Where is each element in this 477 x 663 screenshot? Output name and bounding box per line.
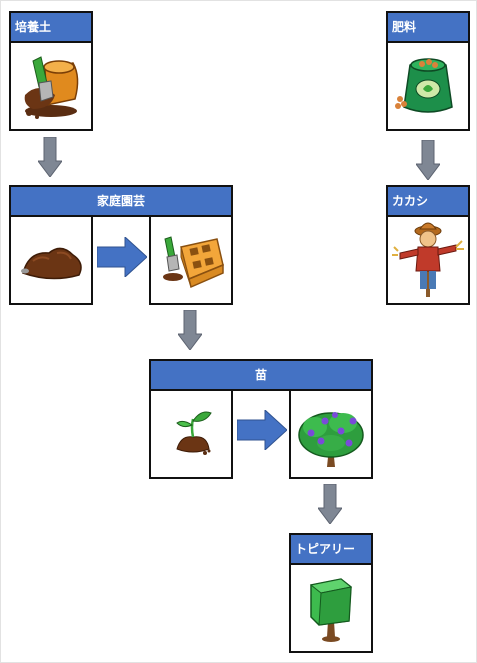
scarecrow-header: カカシ bbox=[386, 185, 470, 217]
gardening-output-card[interactable] bbox=[149, 215, 233, 305]
fertilizer-card[interactable] bbox=[386, 41, 470, 131]
dirt-pile-icon bbox=[21, 247, 82, 280]
scarecrow-card[interactable] bbox=[386, 215, 470, 305]
down-arrow-icon bbox=[318, 484, 342, 524]
down-arrow-icon bbox=[38, 137, 62, 177]
right-arrow-icon bbox=[237, 410, 287, 450]
seedling-output-card[interactable] bbox=[289, 389, 373, 479]
topiary-header: トピアリー bbox=[289, 533, 373, 565]
seedling-input-card[interactable] bbox=[149, 389, 233, 479]
fertilizer-header: 肥料 bbox=[386, 11, 470, 43]
soil-bag-with-trowel-icon bbox=[24, 56, 79, 119]
seed-tray-icon bbox=[163, 236, 224, 289]
topiary-icon bbox=[309, 578, 353, 642]
right-arrow-icon bbox=[97, 237, 147, 277]
down-arrow-icon bbox=[178, 310, 202, 350]
soil-card[interactable] bbox=[9, 41, 93, 131]
down-arrow-icon bbox=[416, 140, 440, 180]
gardening-header: 家庭園芸 bbox=[9, 185, 233, 217]
seedling-header: 苗 bbox=[149, 359, 373, 391]
fertilizer-sack-icon bbox=[395, 58, 453, 113]
scarecrow-icon bbox=[392, 222, 464, 297]
flowering-bush-icon bbox=[298, 412, 364, 467]
gardening-input-card[interactable] bbox=[9, 215, 93, 305]
soil-header: 培養土 bbox=[9, 11, 93, 43]
topiary-card[interactable] bbox=[289, 563, 373, 653]
sprout-icon bbox=[176, 411, 212, 455]
